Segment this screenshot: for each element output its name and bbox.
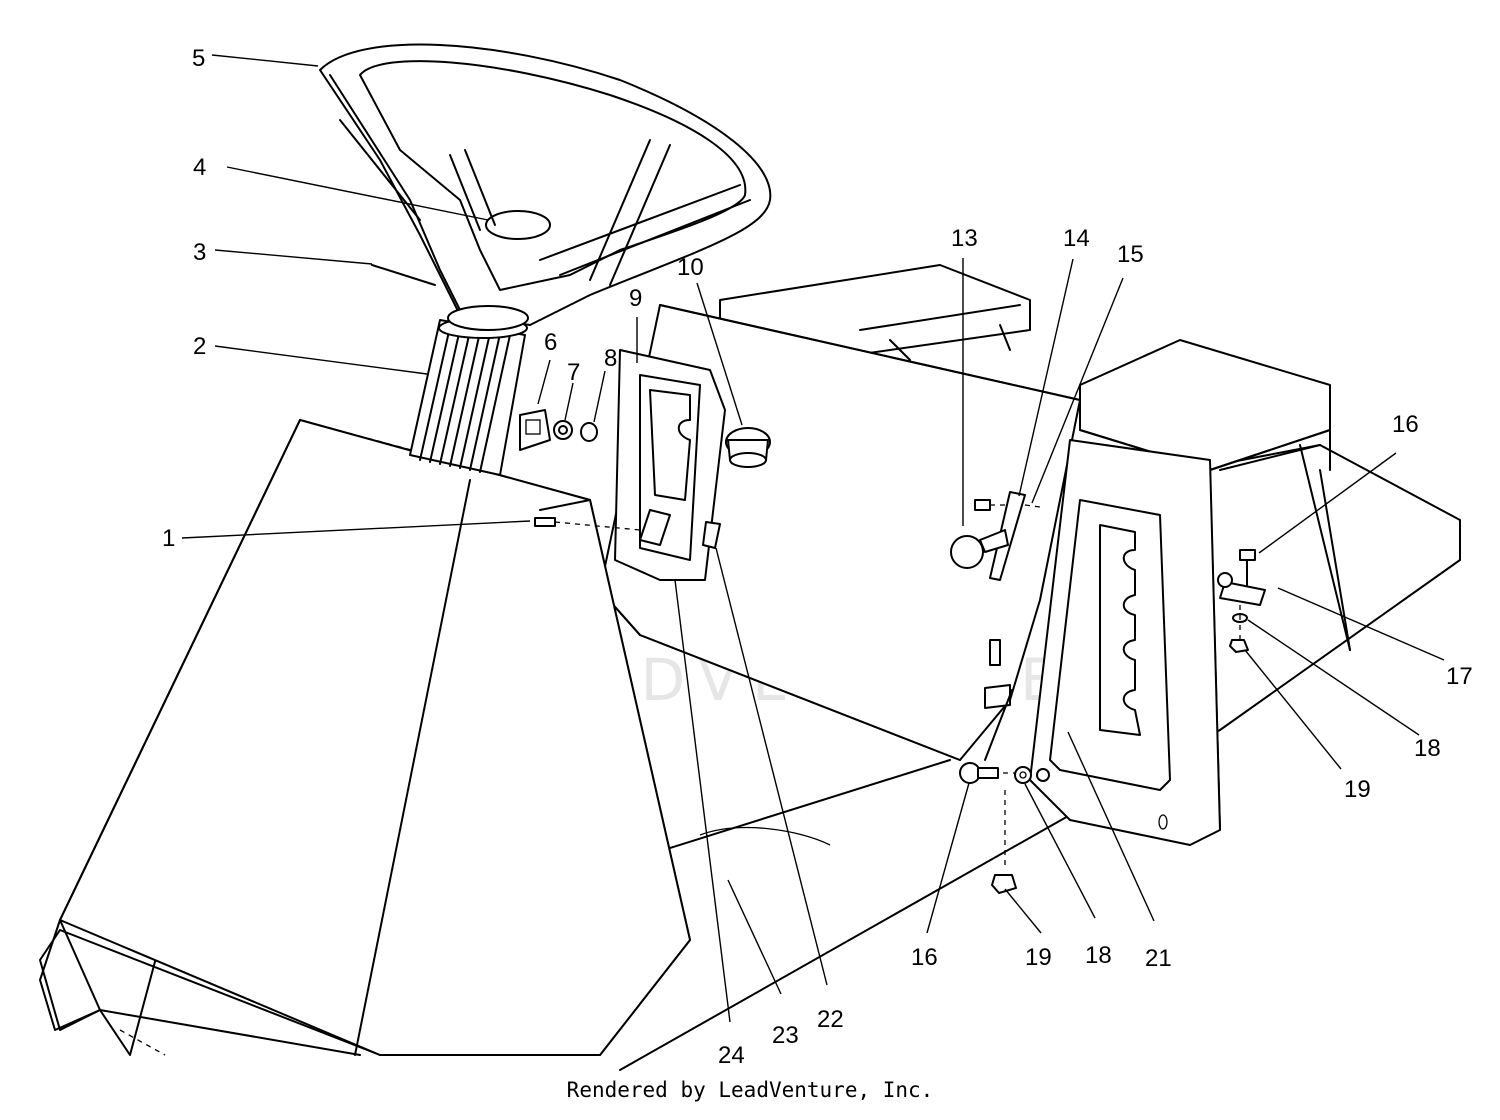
callout-7: 7	[567, 359, 580, 386]
callout-24: 24	[718, 1042, 745, 1069]
left-panel	[614, 349, 726, 581]
callout-8: 8	[604, 345, 617, 372]
callout-15: 15	[1117, 241, 1144, 268]
callout-1: 1	[162, 525, 175, 552]
callout-6: 6	[544, 329, 557, 356]
callout-18-lower: 18	[1085, 942, 1112, 969]
callout-10: 10	[677, 254, 704, 281]
callout-19-right: 19	[1344, 776, 1371, 803]
shift-panel	[1029, 439, 1221, 846]
callout-16-lower: 16	[911, 944, 938, 971]
clip-22	[702, 521, 721, 549]
pivot-hardware-right	[1217, 549, 1266, 653]
callout-22: 22	[817, 1006, 844, 1033]
callout-14: 14	[1063, 225, 1090, 252]
callout-23: 23	[772, 1022, 799, 1049]
key-switch-parts	[519, 409, 598, 451]
hood-fastener	[534, 517, 641, 531]
callout-numbers: 1 2 3 4 5 6 7 8 9 10 13 14 15 16 17 18 1…	[162, 45, 1473, 1069]
callout-17: 17	[1446, 663, 1473, 690]
callout-4: 4	[193, 154, 206, 181]
callout-21: 21	[1145, 945, 1172, 972]
callout-2: 2	[193, 333, 206, 360]
leader-lines	[181, 54, 1445, 1023]
callout-3: 3	[193, 239, 206, 266]
roll-pin	[371, 264, 436, 286]
pivot-hardware-lower	[959, 639, 1050, 894]
throttle-lever	[950, 491, 1041, 581]
ignition-switch	[725, 427, 771, 468]
hood	[39, 419, 691, 1056]
callout-9: 9	[629, 285, 642, 312]
callout-18-right: 18	[1414, 735, 1441, 762]
callout-5: 5	[192, 45, 205, 72]
callout-13: 13	[951, 225, 978, 252]
callout-16-right: 16	[1392, 411, 1419, 438]
steering-wheel	[319, 43, 772, 331]
callout-19-lower: 19	[1025, 944, 1052, 971]
footer-credit: Rendered by LeadVenture, Inc.	[566, 1078, 934, 1102]
steering-column	[409, 317, 528, 476]
